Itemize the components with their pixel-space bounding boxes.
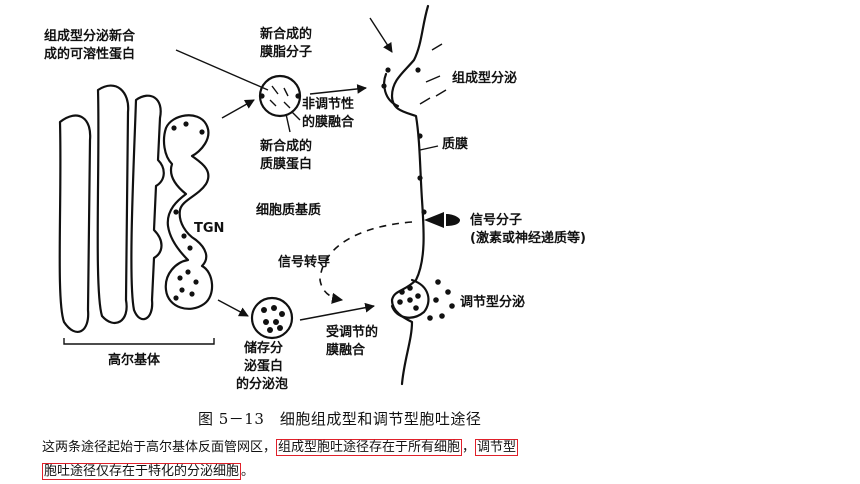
body-paragraph: 这两条途径起始于高尔基体反面管网区，组成型胞吐途径存在于所有细胞，调节型胞吐途径… bbox=[42, 436, 642, 484]
label-new-lipid-line1: 新合成的 bbox=[260, 26, 312, 42]
label-constitutive-soluble-line1: 组成型分泌新合 bbox=[44, 28, 136, 44]
label-regulated-fusion-line2: 膜融合 bbox=[326, 342, 366, 358]
signal-receptor bbox=[424, 212, 460, 228]
storage-vesicle bbox=[250, 296, 294, 340]
label-nonregulated-line2: 的膜融合 bbox=[302, 114, 355, 130]
text-part1: 这两条途径起始于高尔基体反面管网区， bbox=[42, 440, 277, 455]
golgi-stacks bbox=[58, 84, 165, 333]
label-golgi: 高尔基体 bbox=[108, 352, 161, 368]
label-signal-molecule-line1: 信号分子 bbox=[470, 212, 522, 228]
tgn-network bbox=[162, 114, 214, 310]
golgi-bracket bbox=[63, 338, 215, 345]
text-part2: ， bbox=[462, 440, 476, 455]
label-new-membrane-protein-line2: 质膜蛋白 bbox=[260, 156, 312, 172]
label-regulated-secretion: 调节型分泌 bbox=[460, 294, 525, 310]
label-regulated-fusion-line1: 受调节的 bbox=[326, 324, 378, 340]
label-signal-transduction: 信号转导 bbox=[278, 254, 330, 270]
leader-lines bbox=[175, 49, 439, 151]
highlight-constitutive: 组成型胞吐途径存在于所有细胞 bbox=[276, 439, 463, 456]
label-plasma-membrane: 质膜 bbox=[442, 136, 468, 152]
flow-arrows bbox=[217, 84, 413, 321]
label-constitutive-secretion: 组成型分泌 bbox=[452, 70, 517, 86]
regulated-vesicle bbox=[390, 278, 455, 321]
label-storage-vesicle-line2: 泌蛋白 bbox=[244, 358, 283, 374]
constitutive-release bbox=[369, 17, 447, 105]
plasma-membrane bbox=[381, 4, 430, 386]
label-signal-molecule-line2: (激素或神经递质等) bbox=[470, 230, 586, 246]
label-storage-vesicle-line1: 储存分 bbox=[243, 340, 283, 356]
highlight-regulated-a: 调节型 bbox=[475, 439, 519, 456]
label-storage-vesicle-line3: 的分泌泡 bbox=[236, 376, 288, 392]
constitutive-vesicle bbox=[258, 74, 302, 118]
label-new-lipid-line2: 膜脂分子 bbox=[260, 44, 312, 60]
label-cytoplasmic-matrix: 细胞质基质 bbox=[256, 202, 321, 218]
exocytosis-diagram: 组成型分泌新合 成的可溶性蛋白 新合成的 膜脂分子 组成型分泌 非调节性 的膜融… bbox=[44, 4, 586, 392]
label-new-membrane-protein-line1: 新合成的 bbox=[260, 138, 312, 154]
highlight-regulated-b: 胞吐途径仅存在于特化的分泌细胞 bbox=[42, 463, 242, 480]
text-part3: 。 bbox=[241, 464, 255, 479]
figure-caption: 图 5－13 细胞组成型和调节型胞吐途径 bbox=[198, 410, 482, 428]
label-tgn: TGN bbox=[194, 221, 224, 236]
label-nonregulated-line1: 非调节性 bbox=[302, 96, 354, 112]
label-constitutive-soluble-line2: 成的可溶性蛋白 bbox=[44, 46, 135, 62]
